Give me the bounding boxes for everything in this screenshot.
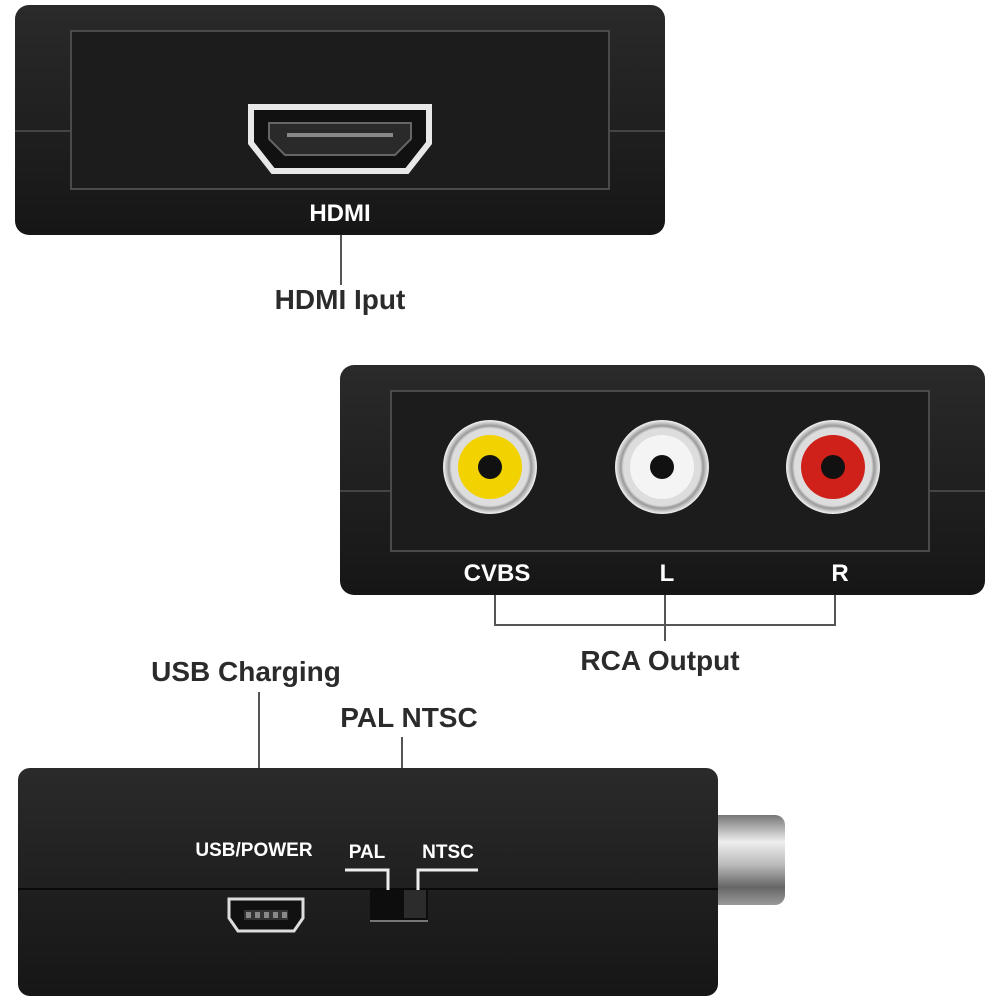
hdmi-callout-line: [340, 235, 342, 285]
hdmi-device: HDMI: [15, 5, 665, 235]
left-label: L: [659, 560, 675, 587]
switch-callout-line: [401, 737, 403, 768]
hdmi-port-icon: [248, 104, 432, 174]
right-label: R: [831, 560, 849, 587]
rca-output-callout: RCA Output: [580, 645, 740, 676]
audio-left-jack: [615, 420, 709, 514]
pal-ntsc-callout: PAL NTSC: [340, 702, 478, 733]
usb-power-label: USB/POWER: [195, 840, 313, 861]
usb-charging-callout: USB Charging: [151, 656, 341, 687]
rca-device: CVBS L R: [340, 365, 985, 595]
pal-ntsc-switch[interactable]: [370, 890, 428, 922]
switch-bracket-icon: [345, 868, 478, 890]
usb-callout-line: [258, 692, 260, 768]
pal-label: PAL: [348, 842, 386, 863]
mini-usb-port-icon: [227, 897, 305, 933]
ntsc-label: NTSC: [422, 842, 474, 863]
cvbs-jack: [443, 420, 537, 514]
hdmi-input-callout: HDMI Iput: [274, 284, 406, 315]
hdmi-port-label: HDMI: [309, 200, 371, 227]
cvbs-label: CVBS: [463, 560, 531, 587]
audio-right-jack: [786, 420, 880, 514]
side-device: USB/POWER PAL NTSC: [18, 768, 718, 996]
